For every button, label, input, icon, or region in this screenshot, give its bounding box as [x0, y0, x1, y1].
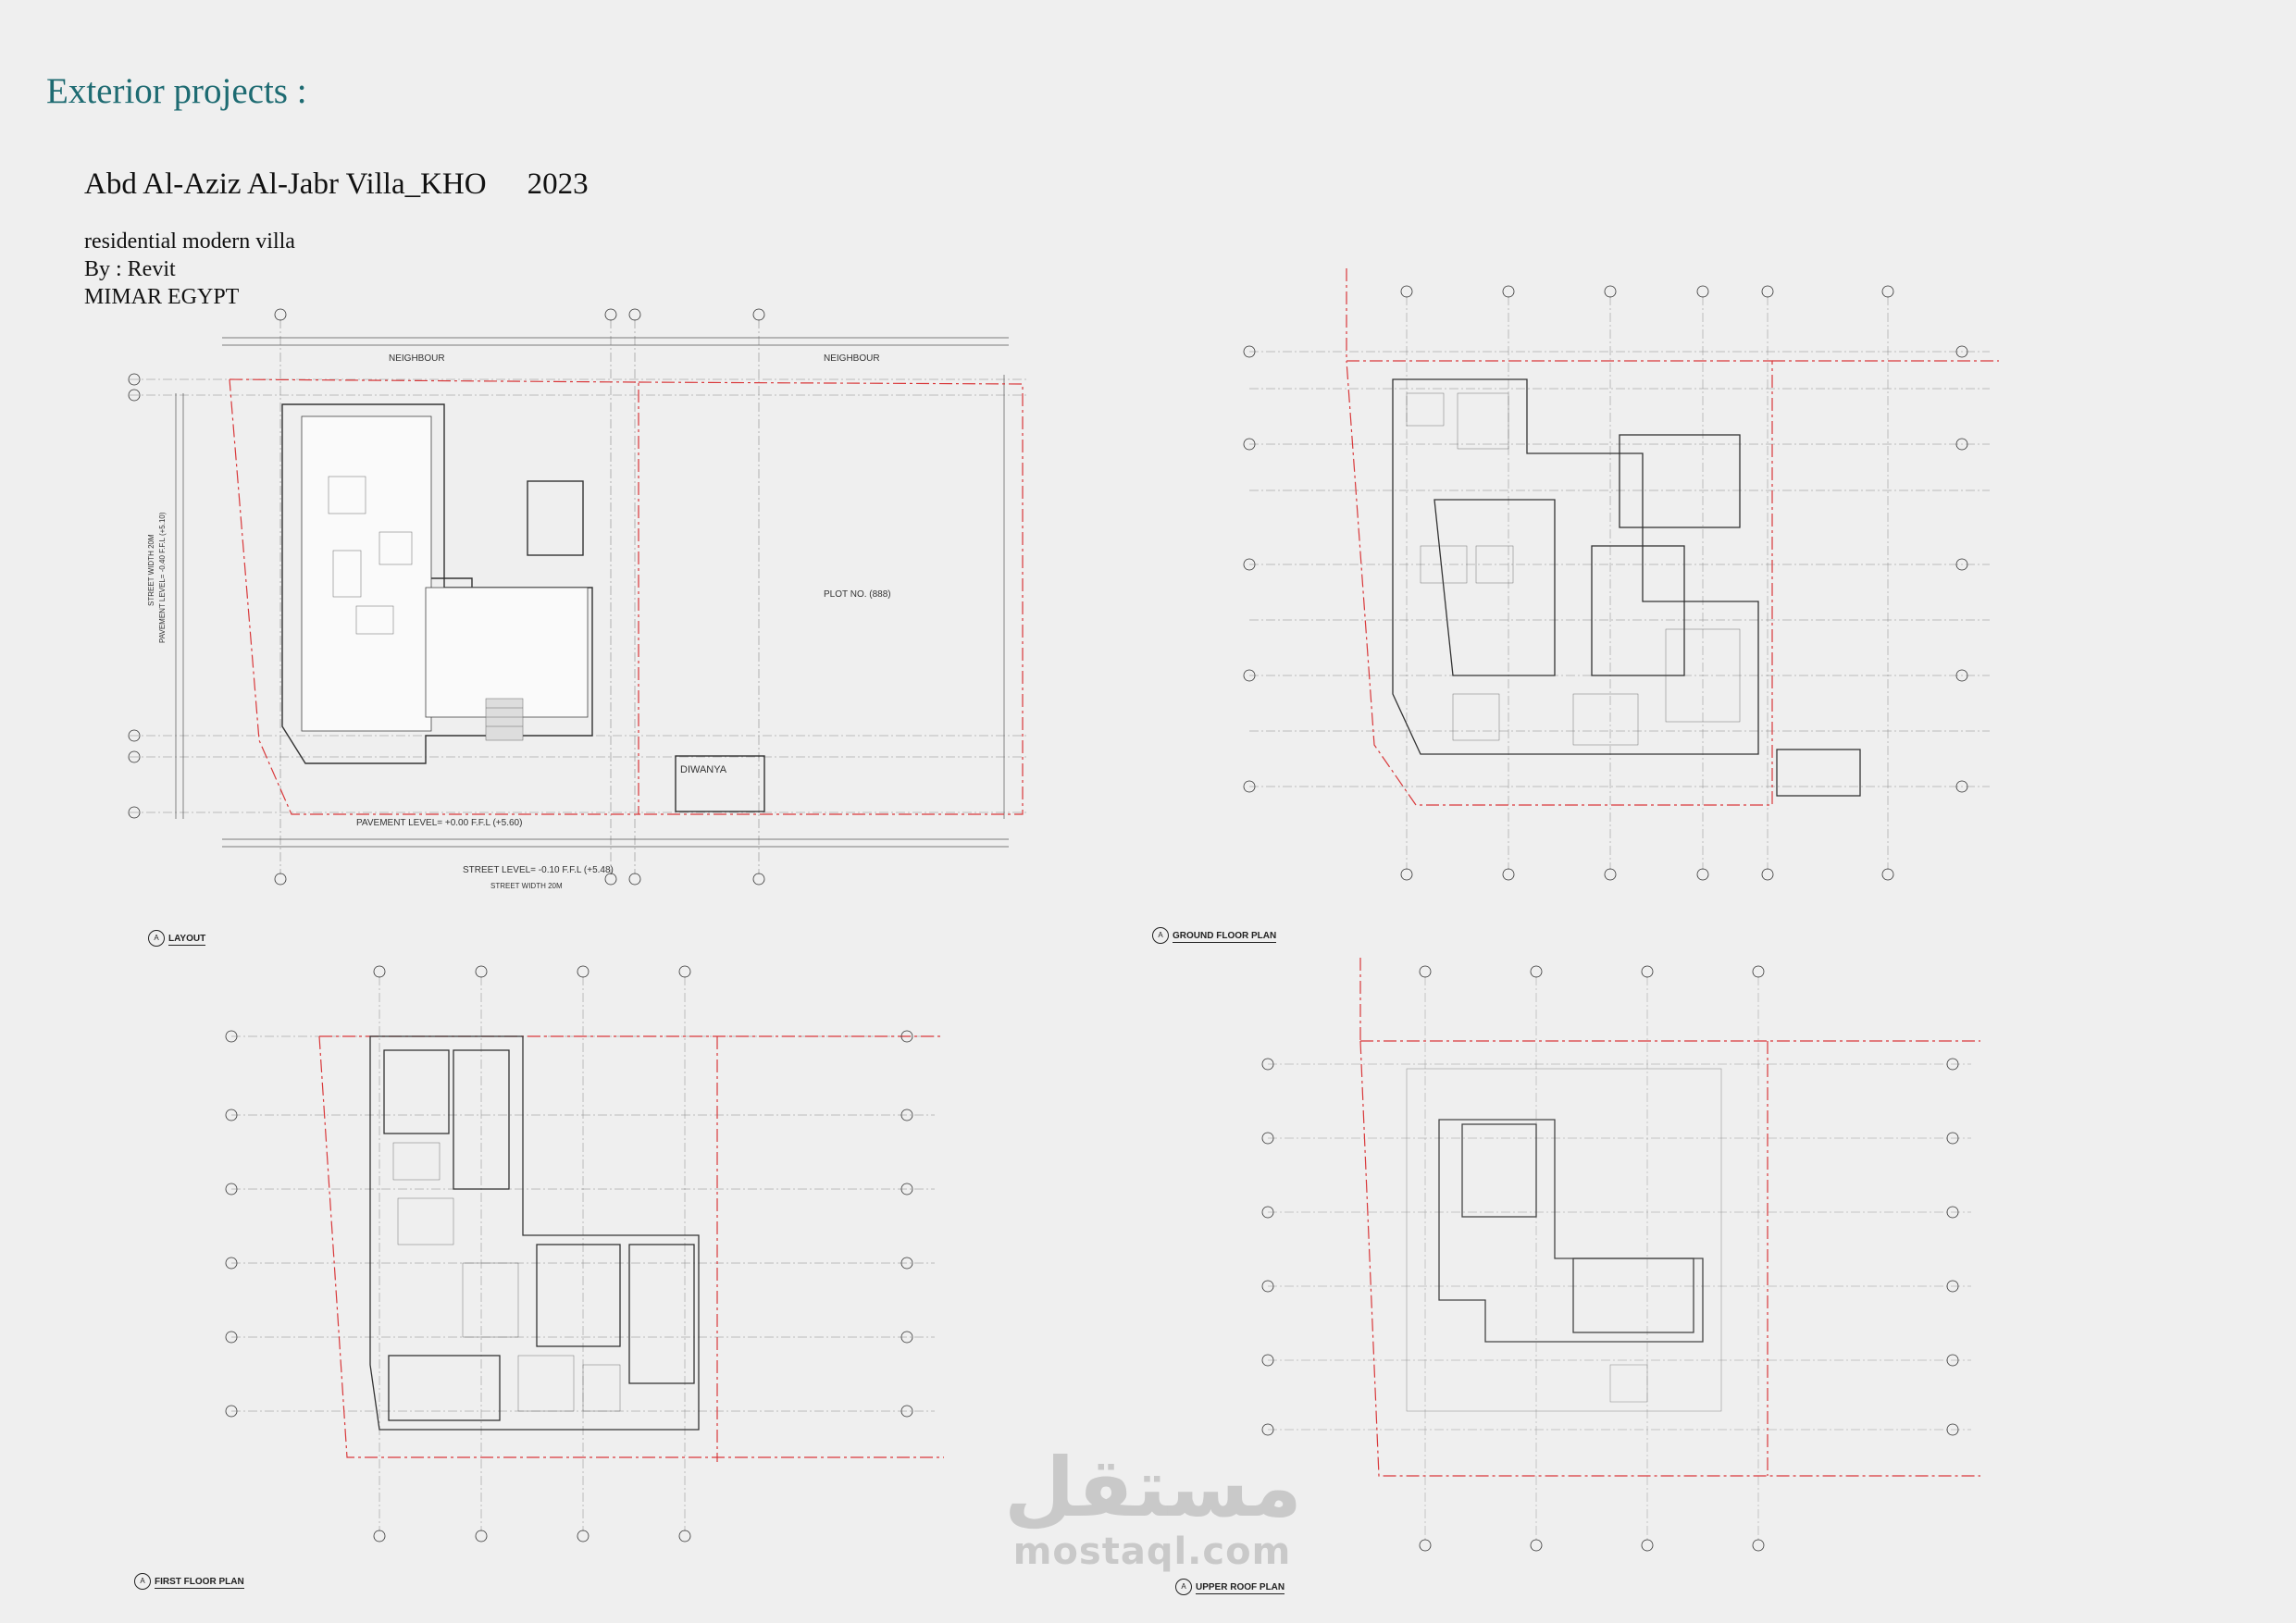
- layout-neighbour-left: NEIGHBOUR: [389, 353, 445, 364]
- project-office: MIMAR EGYPT: [84, 285, 240, 309]
- first-floor-plan: A FIRST FLOOR PLAN: [134, 958, 962, 1590]
- project-software: By : Revit: [84, 257, 176, 281]
- project-year: 2023: [527, 167, 589, 201]
- layout-street-width: STREET WIDTH 20M: [490, 882, 563, 890]
- layout-marker: A: [148, 930, 165, 947]
- layout-plan: NEIGHBOUR NEIGHBOUR PLOT NO. (888) DIWAN…: [120, 301, 1027, 947]
- upper-roof-title: UPPER ROOF PLAN: [1196, 1581, 1285, 1594]
- layout-street-level: STREET LEVEL= -0.10 F.F.L (+5.48): [463, 865, 614, 875]
- layout-neighbour-right: NEIGHBOUR: [824, 353, 880, 364]
- layout-street-side: STREET WIDTH 20M: [147, 534, 155, 606]
- layout-title: LAYOUT: [168, 933, 206, 946]
- ground-floor-title: GROUND FLOOR PLAN: [1173, 930, 1277, 943]
- layout-pavement-level: PAVEMENT LEVEL= +0.00 F.F.L (+5.60): [356, 818, 522, 828]
- layout-pavement-side: PAVEMENT LEVEL= -0.40 F.F.L (+5.10): [158, 512, 167, 643]
- upper-roof-plan: A UPPER ROOF PLAN: [1175, 958, 1999, 1595]
- layout-diwanya-label: DIWANYA: [680, 764, 727, 775]
- upper-roof-plan-label: A UPPER ROOF PLAN: [1175, 1579, 1285, 1595]
- ground-floor-plan: A GROUND FLOOR PLAN: [1152, 268, 2017, 944]
- project-type: residential modern villa: [84, 229, 295, 254]
- mostaql-watermark: مستقل mostaql.com: [1004, 1440, 1302, 1573]
- ground-floor-plan-label: A GROUND FLOOR PLAN: [1152, 927, 1277, 944]
- project-details: residential modern villa By : Revit MIMA…: [84, 228, 295, 311]
- ground-floor-marker: A: [1152, 927, 1169, 944]
- first-floor-title: FIRST FLOOR PLAN: [155, 1576, 244, 1589]
- watermark-latin: mostaql.com: [1012, 1530, 1292, 1573]
- first-floor-plan-label: A FIRST FLOOR PLAN: [134, 1573, 244, 1590]
- first-floor-marker: A: [134, 1573, 151, 1590]
- layout-plot-label: PLOT NO. (888): [824, 589, 891, 600]
- project-title: Abd Al-Aziz Al-Jabr Villa_KHO 2023: [84, 167, 589, 202]
- watermark-arabic: مستقل: [1004, 1440, 1302, 1535]
- upper-roof-marker: A: [1175, 1579, 1192, 1595]
- section-title: Exterior projects :: [46, 71, 307, 111]
- project-name: Abd Al-Aziz Al-Jabr Villa_KHO: [84, 167, 487, 201]
